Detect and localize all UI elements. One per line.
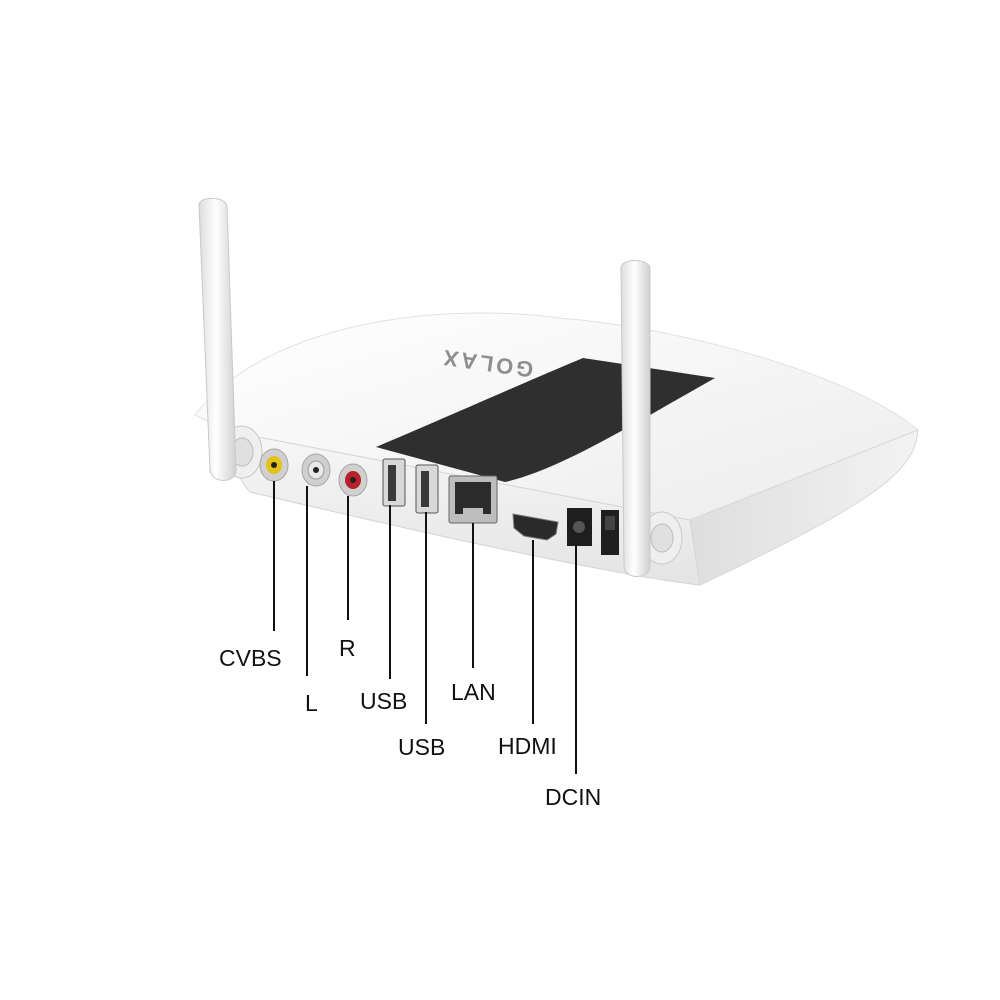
lan-leader — [472, 523, 474, 668]
dc-in-leader — [575, 546, 577, 774]
hdmi-port — [512, 513, 559, 541]
usb-port-1 — [382, 458, 406, 507]
hdmi-leader — [532, 540, 534, 724]
cvbs-leader — [273, 481, 275, 631]
label-audio-r: R — [339, 635, 356, 661]
cvbs-port — [259, 448, 289, 482]
antenna-left — [198, 197, 237, 481]
device-side — [689, 429, 919, 586]
lan-port — [448, 475, 498, 524]
label-dc-in: DCIN — [545, 784, 602, 810]
label-usb-1: USB — [360, 688, 408, 714]
usb-1-leader — [389, 505, 391, 679]
audio-l-port — [301, 453, 331, 487]
label-lan: LAN — [451, 679, 496, 705]
usb-2-leader — [425, 512, 427, 724]
label-cvbs: CVBS — [219, 645, 282, 671]
power-switch — [601, 510, 619, 555]
audio-r-leader — [347, 496, 349, 620]
usb-port-2 — [415, 464, 439, 514]
label-usb-2: USB — [398, 734, 446, 760]
label-audio-l: L — [305, 690, 318, 716]
audio-l-leader — [306, 486, 308, 676]
dc-in-port — [567, 508, 592, 546]
label-hdmi: HDMI — [498, 733, 557, 759]
antenna-right — [620, 260, 651, 577]
audio-r-port — [338, 463, 368, 497]
